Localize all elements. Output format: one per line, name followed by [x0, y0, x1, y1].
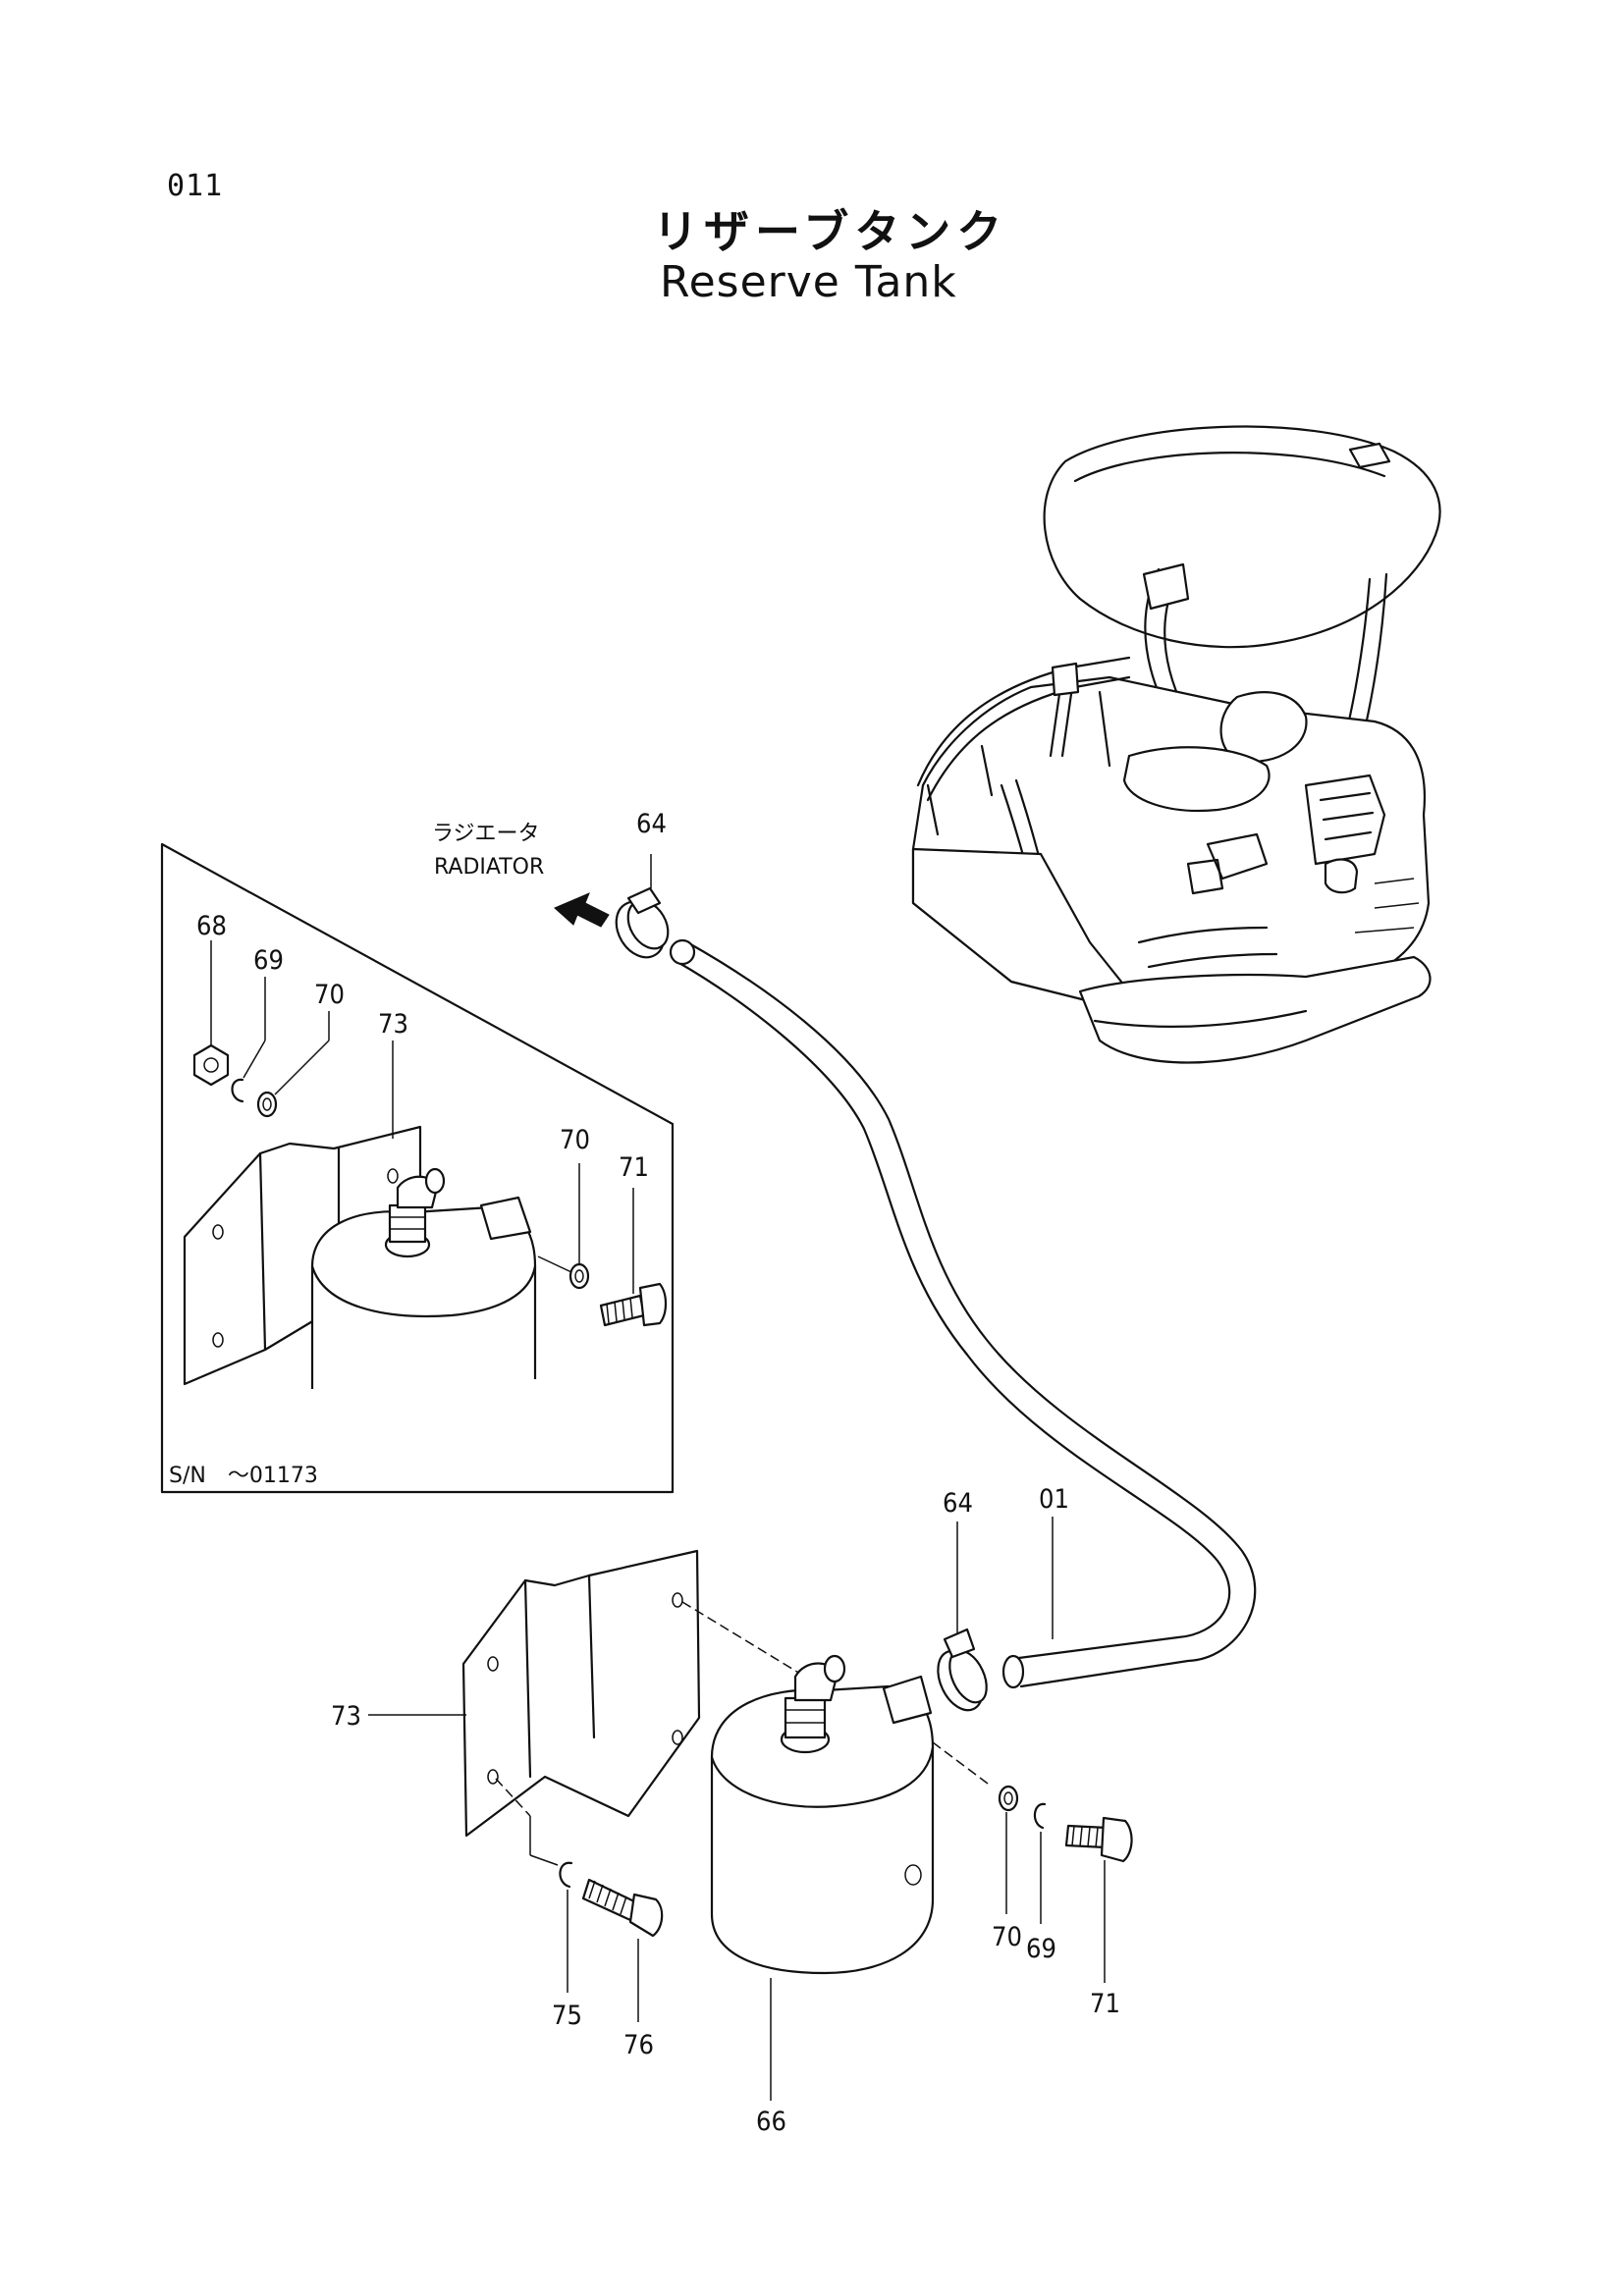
callout-bolt-76: 76: [623, 2030, 654, 2060]
callout-inset-washer-69: 69: [253, 945, 284, 976]
hose-part: [669, 938, 1257, 1689]
reserve-tank: 66: [710, 1654, 935, 2137]
callout-inset-washer-70-top: 70: [314, 980, 345, 1010]
hose-clamp-top: 64: [615, 809, 670, 959]
title-english: Reserve Tank: [660, 257, 957, 307]
callout-hose-01: 01: [1039, 1484, 1069, 1515]
radiator-arrow-icon: [554, 892, 610, 928]
callout-washer-70: 70: [992, 1922, 1022, 1952]
callout-nut-68: 68: [196, 911, 227, 941]
callout-tank-66: 66: [756, 2107, 786, 2137]
callout-inset-washer-70: 70: [560, 1125, 590, 1155]
hose-clamp-bottom: 64: [937, 1488, 988, 1712]
tank-bracket: 73: [331, 1549, 801, 1838]
title-japanese: リザーブタンク: [653, 205, 1008, 258]
inset-earlier-serial: S/N ～01173 68 69 70 73: [160, 842, 675, 1494]
inset-serial-note: S/N ～01173: [169, 1464, 318, 1488]
callout-washer-69: 69: [1026, 1934, 1056, 1964]
radiator-label-jp: ラジエータ: [432, 822, 540, 846]
mounting-hardware-left: 75 76: [495, 1778, 664, 2060]
radiator-direction: ラジエータ RADIATOR: [432, 822, 610, 928]
callout-bolt-71: 71: [1090, 1989, 1120, 2019]
callout-bracket-73: 73: [331, 1701, 361, 1732]
callout-washer-75: 75: [552, 2001, 582, 2031]
callout-inset-bracket-73: 73: [378, 1009, 408, 1040]
callout-hose-clamp-bottom: 64: [943, 1488, 973, 1519]
excavator-machine-illustration: [911, 425, 1441, 1064]
callout-hose-clamp-top: 64: [636, 809, 667, 839]
mounting-hardware-right: 70 69 71: [932, 1741, 1133, 2019]
page-number: 011: [167, 169, 224, 203]
radiator-label-en: RADIATOR: [434, 855, 544, 880]
callout-inset-bolt-71: 71: [619, 1152, 649, 1183]
